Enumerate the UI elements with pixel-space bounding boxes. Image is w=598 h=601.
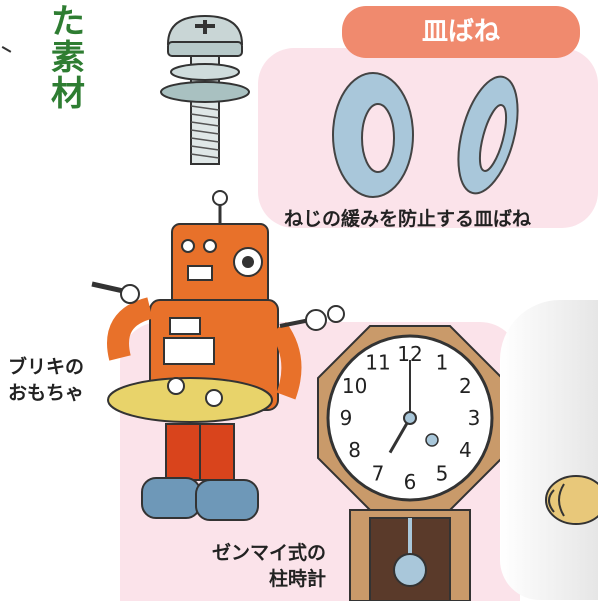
robot-label-line2: おもちゃ — [8, 382, 85, 404]
vertical-title-char: 素 — [51, 38, 85, 78]
disc-spring-washers — [332, 72, 519, 198]
edge-mark — [0, 46, 12, 58]
robot-label-line1: ブリキの — [8, 356, 85, 378]
spring-caption: ねじの緩みを防止する皿ばね — [284, 208, 532, 230]
spring-panel-bg — [258, 48, 598, 228]
partial-character — [545, 475, 598, 525]
clock-number: 7 — [372, 461, 385, 485]
clock-label: ゼンマイ式の 柱時計 — [176, 540, 326, 592]
clock-number: 3 — [468, 406, 481, 430]
clock-number: 11 — [365, 351, 390, 375]
vertical-title: た 素 材 — [48, 4, 88, 112]
tin-robot-illustration — [91, 190, 345, 521]
robot-label: ブリキの おもちゃ — [8, 354, 84, 406]
clock-number: 1 — [436, 351, 449, 375]
spring-title-badge: 皿ばね — [342, 6, 580, 58]
vertical-title-char: た — [51, 2, 85, 42]
clock-number: 4 — [459, 438, 472, 462]
screw-illustration — [160, 14, 250, 165]
clock-label-line2: 柱時計 — [268, 568, 326, 590]
clock-number: 6 — [404, 470, 417, 494]
clock-number: 9 — [340, 406, 353, 430]
clock-number: 8 — [348, 438, 361, 462]
vertical-title-char: 材 — [51, 74, 85, 114]
clock-number: 5 — [436, 461, 449, 485]
blur-decoration — [500, 300, 598, 600]
clock-number: 2 — [459, 374, 472, 398]
clock-number: 10 — [342, 374, 367, 398]
clock-label-line1: ゼンマイ式の — [211, 542, 326, 564]
